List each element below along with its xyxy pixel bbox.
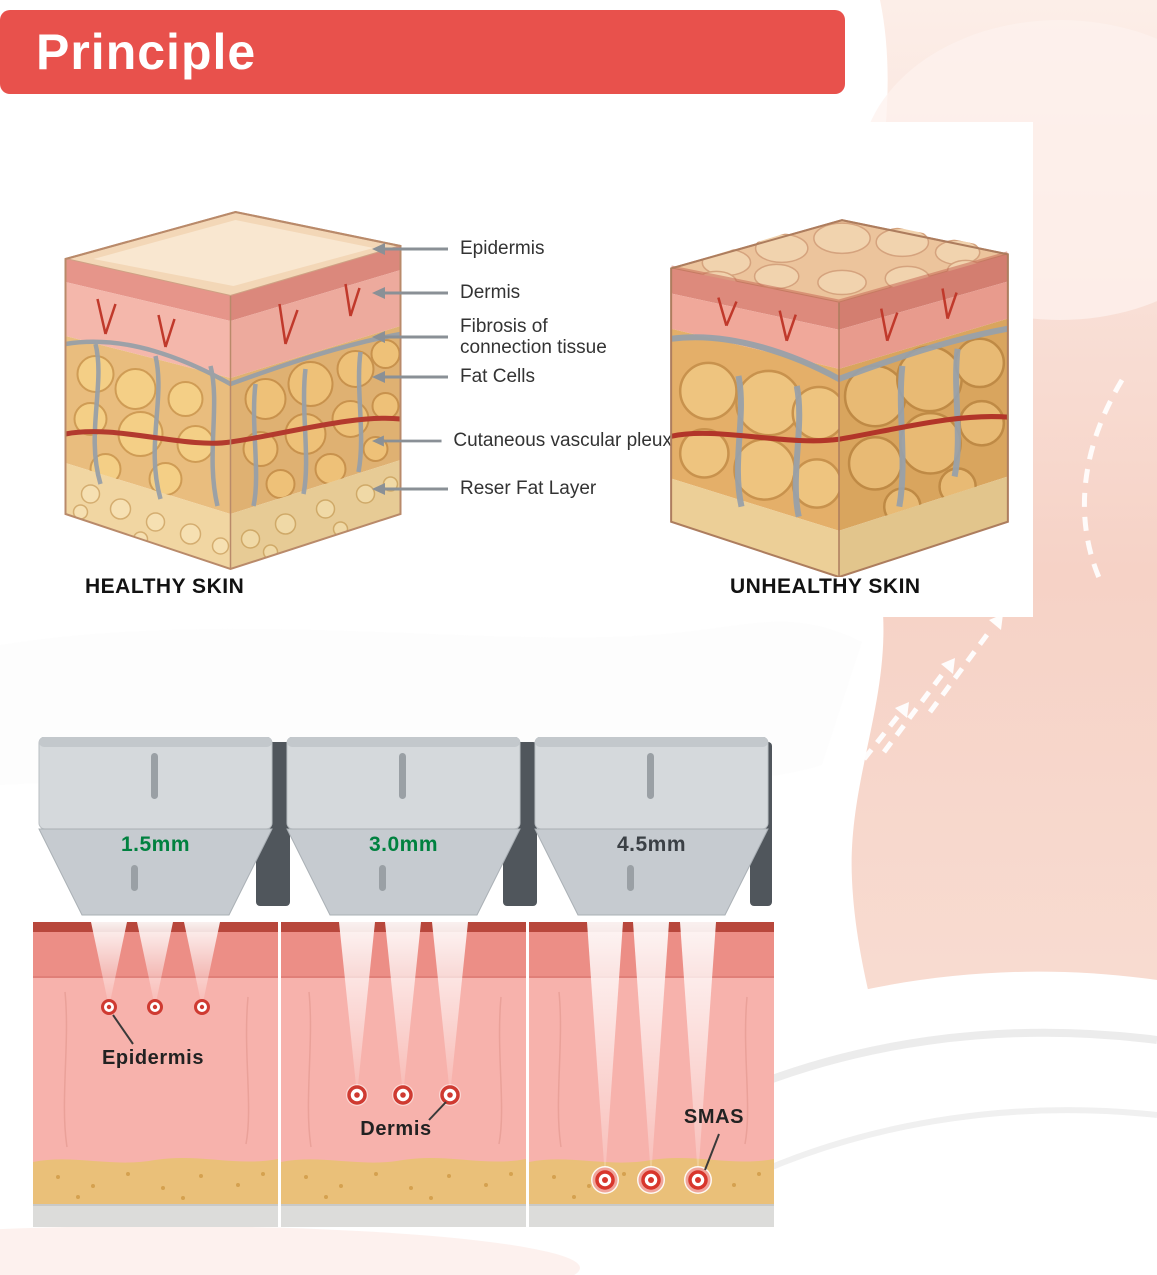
depth-panel-4-5mm: 4.5mm xyxy=(529,737,774,1237)
depth-value: 4.5mm xyxy=(616,833,687,856)
focus-dot xyxy=(591,1166,712,1194)
diagram-label-text: Epidermis xyxy=(460,238,545,259)
target-layer-label: Epidermis xyxy=(101,1047,205,1069)
diagram-label-text: Fat Cells xyxy=(460,366,535,387)
diagram-label-fibrosis: Fibrosis of connection tissue xyxy=(372,316,672,359)
depth-panel-1-5mm: 1.5mm Epidermis xyxy=(33,737,278,1237)
hifu-transducer-icon xyxy=(286,737,521,916)
left-arrow-icon xyxy=(372,242,448,255)
diagram-label-cutaneous-vascular: Cutaneous vascular pleux xyxy=(372,430,672,451)
diagram-label-text: Fibrosis of connection tissue xyxy=(460,316,607,359)
focus-dot xyxy=(101,999,210,1015)
diagram-label-text: Reser Fat Layer xyxy=(460,478,597,499)
diagram-label-fat-cells: Fat Cells xyxy=(372,366,672,387)
skin-cross-section xyxy=(281,922,526,1227)
diagram-label-text: Dermis xyxy=(460,282,521,303)
left-arrow-icon xyxy=(372,331,448,344)
left-arrow-icon xyxy=(372,482,448,495)
depth-value: 1.5mm xyxy=(120,833,191,856)
left-arrow-icon xyxy=(372,435,442,447)
diagram-label-epidermis: Epidermis xyxy=(372,238,672,259)
diagram-label-dermis: Dermis xyxy=(372,282,672,303)
depth-value: 3.0mm xyxy=(368,833,439,856)
hifu-transducer-icon xyxy=(38,737,273,916)
left-arrow-icon xyxy=(372,286,448,299)
diagram-label-text: Cutaneous vascular pleux xyxy=(453,430,672,451)
label-leader-line xyxy=(428,1101,447,1121)
depth-panel-3-0mm: 3.0mm Dermis xyxy=(281,737,526,1237)
target-layer-label: SMAS xyxy=(683,1106,745,1128)
label-leader-line xyxy=(112,1014,134,1045)
page-title: Principle xyxy=(36,24,257,80)
target-layer-label: Dermis xyxy=(360,1118,432,1140)
diagram-label-reserve-fat: Reser Fat Layer xyxy=(372,478,672,499)
healthy-skin-illustration xyxy=(64,210,402,571)
skin-cross-section xyxy=(33,922,278,1227)
left-arrow-icon xyxy=(372,370,448,383)
healthy-skin-caption: HEALTHY SKIN xyxy=(85,575,245,598)
body-contour-dashed-line xyxy=(1081,378,1125,581)
unhealthy-skin-caption: UNHEALTHY SKIN xyxy=(730,575,921,598)
focus-dot xyxy=(346,1084,461,1106)
label-leader-line xyxy=(704,1133,720,1171)
skin-cross-section xyxy=(529,922,774,1227)
hifu-transducer-icon xyxy=(534,737,769,916)
unhealthy-skin-illustration xyxy=(670,219,1009,577)
dashed-arrow-icon xyxy=(836,626,995,794)
skin-comparison-diagram: Epidermis Dermis Fibrosis of connection … xyxy=(28,122,1033,617)
section-banner: Principle xyxy=(0,10,845,94)
